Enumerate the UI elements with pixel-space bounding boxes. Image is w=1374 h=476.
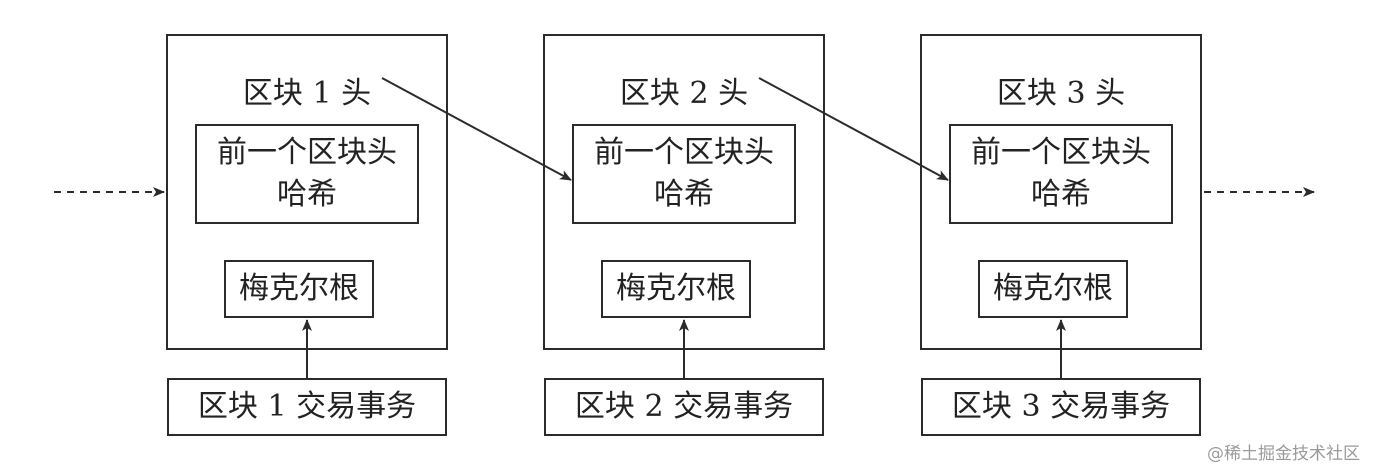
block-1-merkle-root-box: 梅克尔根 bbox=[224, 260, 374, 318]
block-1-transactions-label: 区块 1 交易事务 bbox=[197, 389, 417, 424]
block-3-header-label: 区块 3 头 bbox=[996, 76, 1126, 111]
block-2-header-label: 区块 2 头 bbox=[619, 76, 749, 111]
block-1-transactions-box: 区块 1 交易事务 bbox=[167, 378, 447, 436]
block-2-to-block-3-hash-arrow bbox=[758, 77, 949, 181]
block-2-merkle-root-box: 梅克尔根 bbox=[601, 260, 751, 318]
watermark-text: @稀土掘金技术社区 bbox=[1207, 444, 1360, 464]
block-1-to-block-2-hash-arrow bbox=[381, 77, 572, 181]
block-2-prev-hash-box: 前一个区块头 哈希 bbox=[572, 124, 796, 224]
block-1-prev-hash-line1: 前一个区块头 bbox=[217, 135, 397, 170]
block-3-transactions-box: 区块 3 交易事务 bbox=[921, 378, 1201, 436]
block-1-prev-hash-line2: 哈希 bbox=[277, 177, 337, 212]
block-2-prev-hash-line2: 哈希 bbox=[654, 177, 714, 212]
block-3-transactions-label: 区块 3 交易事务 bbox=[951, 389, 1171, 424]
block-2-transactions-label: 区块 2 交易事务 bbox=[574, 389, 794, 424]
block-3-prev-hash-line1: 前一个区块头 bbox=[971, 135, 1151, 170]
block-3-merkle-root-label: 梅克尔根 bbox=[993, 271, 1113, 306]
block-1-header-label: 区块 1 头 bbox=[242, 76, 372, 111]
block-2-prev-hash-line1: 前一个区块头 bbox=[594, 135, 774, 170]
block-3-prev-hash-line2: 哈希 bbox=[1031, 177, 1091, 212]
block-2-merkle-root-label: 梅克尔根 bbox=[616, 271, 736, 306]
block-3-merkle-root-box: 梅克尔根 bbox=[978, 260, 1128, 318]
block-3-prev-hash-box: 前一个区块头 哈希 bbox=[949, 124, 1173, 224]
block-1-prev-hash-box: 前一个区块头 哈希 bbox=[195, 124, 419, 224]
block-1-merkle-root-label: 梅克尔根 bbox=[239, 271, 359, 306]
block-2-transactions-box: 区块 2 交易事务 bbox=[544, 378, 824, 436]
